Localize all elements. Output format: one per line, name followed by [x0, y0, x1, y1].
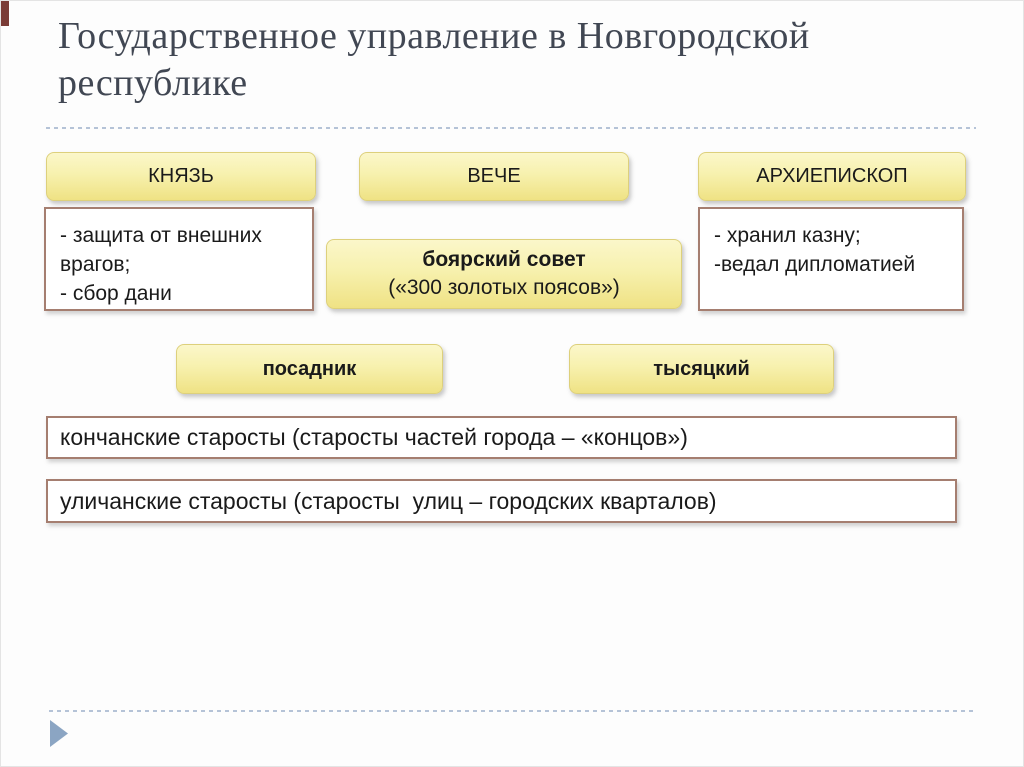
- node-posadnik-label: посадник: [262, 357, 357, 380]
- node-ulichanskie-starosty: уличанские старосты (старосты улиц – гор…: [46, 479, 957, 523]
- title-divider-line: [46, 127, 976, 129]
- archbishop-function-line: - хранил казну;: [714, 224, 861, 247]
- node-archbishop-label: АРХИЕПИСКОП: [756, 165, 908, 187]
- node-posadnik: посадник: [176, 344, 443, 394]
- node-veche-label: ВЕЧЕ: [467, 165, 521, 187]
- archbishop-function-line: -ведал дипломатией: [714, 253, 916, 276]
- node-archbishop: АРХИЕПИСКОП: [698, 152, 966, 201]
- knyaz-function-line: - защита от внешних врагов;: [60, 224, 262, 276]
- konchanskie-label: кончанские старосты (старосты частей гор…: [60, 424, 688, 450]
- boyar-council-title: боярский совет: [422, 248, 586, 271]
- next-slide-triangle-icon[interactable]: [50, 720, 68, 747]
- node-knyaz-functions: - защита от внешних врагов; - сбор дани: [44, 207, 314, 311]
- node-konchanskie-starosty: кончанские старосты (старосты частей гор…: [46, 416, 957, 459]
- node-knyaz-label: КНЯЗЬ: [148, 165, 214, 187]
- node-tysyatsky: тысяцкий: [569, 344, 834, 394]
- node-archbishop-functions: - хранил казну; -ведал дипломатией: [698, 207, 964, 311]
- knyaz-function-line: - сбор дани: [60, 282, 172, 305]
- node-tysyatsky-label: тысяцкий: [653, 357, 750, 380]
- footer-divider-line: [49, 710, 976, 712]
- ulichanskie-label: уличанские старосты (старосты улиц – гор…: [60, 487, 717, 514]
- node-boyar-council: боярский совет («300 золотых поясов»): [326, 239, 682, 309]
- node-veche: ВЕЧЕ: [359, 152, 629, 201]
- slide-title: Государственное управление в Новгородско…: [58, 15, 810, 104]
- corner-accent-bar: [1, 1, 9, 26]
- node-knyaz: КНЯЗЬ: [46, 152, 316, 201]
- boyar-council-subtitle: («300 золотых поясов»): [388, 276, 620, 299]
